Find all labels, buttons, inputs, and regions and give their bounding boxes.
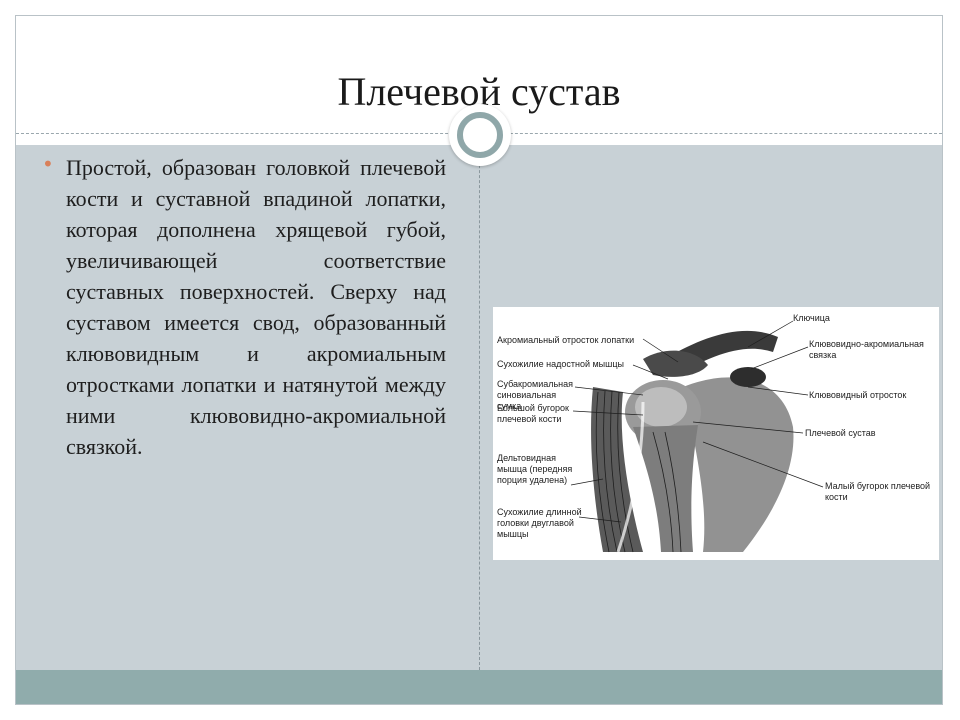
circle-ornament-icon — [449, 104, 511, 166]
label-coracoid-process: Клювовидный отросток — [809, 390, 907, 400]
label-subacromial-bursa: Субакромиальная синовиальная сумка — [497, 379, 574, 411]
footer-bar — [16, 670, 942, 704]
bullet-item: • Простой, образован головкой плечевой к… — [42, 152, 446, 462]
label-coracoacromial-ligament: Клювовидно-акромиальная связка — [809, 339, 924, 360]
label-lesser-tubercle: Малый бугорок плечевой кости — [825, 481, 931, 502]
label-supraspinatus-tendon: Сухожилие надостной мышцы — [497, 359, 624, 369]
shoulder-anatomy-drawing — [570, 320, 824, 553]
label-clavicle: Ключица — [793, 313, 830, 323]
label-deltoid: Дельтовидная мышца (передняя порция удал… — [497, 453, 573, 485]
shoulder-joint-figure: Акромиальный отросток лопатки Сухожилие … — [493, 307, 939, 560]
bullet-text: Простой, образован головкой плечевой кос… — [66, 155, 446, 459]
label-biceps-tendon: Сухожилие длинной головки двуглавой мышц… — [497, 507, 582, 539]
label-acromion: Акромиальный отросток лопатки — [497, 335, 635, 345]
column-separator — [479, 145, 480, 670]
label-shoulder-joint: Плечевой сустав — [805, 428, 876, 438]
label-greater-tubercle: Большой бугорок плечевой кости — [497, 403, 569, 424]
bullet-dot-icon: • — [42, 152, 54, 176]
